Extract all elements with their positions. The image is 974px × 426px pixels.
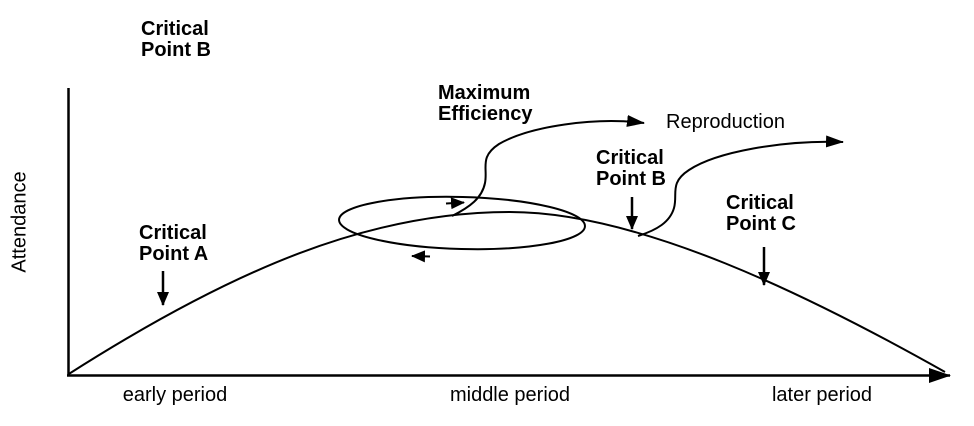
y-axis-label: Attendance [8, 171, 31, 273]
feedback-loop-ellipse [338, 195, 586, 251]
annotation-maximum-efficiency: Maximum Efficiency [438, 82, 533, 125]
x-tick-early-period: early period [122, 384, 228, 406]
annotation-critical-point-b: Critical Point B [596, 147, 666, 190]
attendance-curve [67, 210, 946, 376]
annotation-reproduction: Reproduction [666, 111, 785, 133]
reproduction-flow-arrow-1 [451, 114, 645, 217]
annotation-critical-point-c: Critical Point C [726, 192, 796, 235]
loop-direction-left-arrow-icon [411, 250, 431, 263]
x-tick-later-period: later period [771, 384, 873, 406]
reproduction-flow-arrow-2 [637, 135, 844, 237]
loop-direction-right-arrow-icon [445, 197, 465, 210]
x-tick-middle-period: middle period [449, 384, 571, 406]
annotation-critical-point-b-upper: Critical Point B [141, 18, 211, 61]
annotation-critical-point-a: Critical Point A [139, 222, 209, 265]
